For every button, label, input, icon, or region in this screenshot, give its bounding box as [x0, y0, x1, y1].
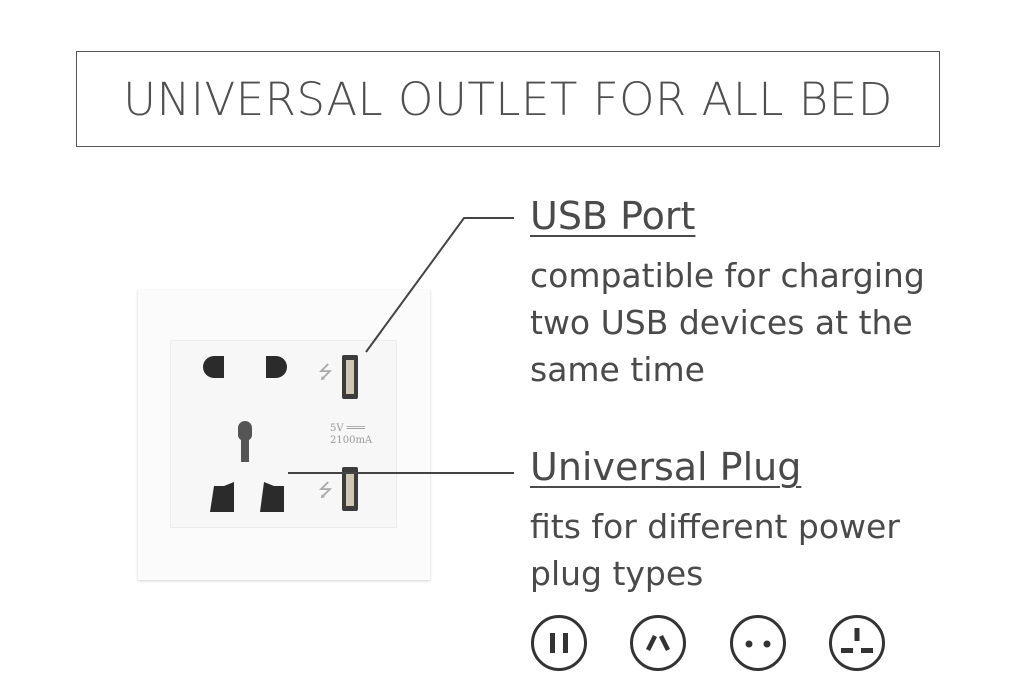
socket-hole-middle [238, 421, 252, 462]
universal-plug-desc-line: plug types [530, 554, 704, 593]
socket-hole-top-left [203, 356, 224, 378]
rating-current: 2100mA [330, 435, 373, 446]
usb-port-desc-line: two USB devices at the [530, 303, 913, 342]
plug-type-i-icon [630, 615, 686, 671]
usb-symbol-icon: ⭍ [318, 362, 333, 383]
usb-symbol-icon: ⭍ [318, 480, 333, 501]
universal-plug-description: fits for different power plug types [530, 503, 900, 597]
usb-port-description: compatible for charging two USB devices … [530, 252, 925, 393]
plug-type-g-icon [829, 615, 885, 671]
usb-port-desc-line: compatible for charging [530, 256, 925, 295]
rating-label: 5V ═══ 2100mA [330, 423, 372, 447]
page-title: UNIVERSAL OUTLET FOR ALL BED [123, 72, 893, 126]
usb-port-heading: USB Port [530, 194, 696, 238]
socket-hole-bottom-right [260, 482, 284, 512]
universal-plug-desc-line: fits for different power [530, 507, 900, 546]
usb-port-desc-line: same time [530, 350, 705, 389]
title-banner: UNIVERSAL OUTLET FOR ALL BED [76, 51, 940, 147]
usb-leader-line [365, 217, 514, 353]
usb-port-bottom [342, 467, 358, 511]
usb-port-top [342, 355, 358, 399]
rating-voltage: 5V ═══ [330, 423, 365, 434]
socket-hole-bottom-left [210, 482, 234, 512]
plug-type-a-icon [531, 615, 587, 671]
universal-plug-heading: Universal Plug [530, 445, 802, 489]
plug-type-c-icon [730, 615, 786, 671]
socket-hole-top-right [266, 356, 287, 378]
